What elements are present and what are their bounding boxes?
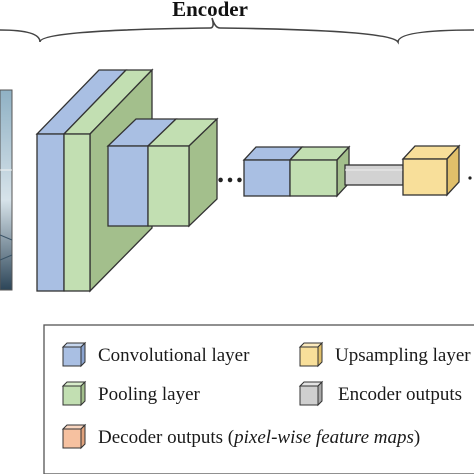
legend-label-upsample: Upsampling layer — [335, 345, 471, 366]
layer1-pool-front — [63, 133, 91, 292]
legend-label-pool: Pooling layer — [98, 384, 200, 405]
legend-swatch-pool-icon — [61, 380, 87, 407]
legend-swatch-conv-icon — [61, 341, 87, 368]
layer1-conv-front — [36, 133, 65, 292]
legend-swatch-upsample-icon — [298, 341, 324, 368]
layer-block-2 — [106, 117, 219, 228]
layer2-conv-front — [107, 145, 149, 227]
layer-block-3 — [242, 145, 351, 198]
layer3-pool-front — [289, 159, 338, 197]
legend-swatch-encoder-output-icon — [298, 380, 324, 407]
legend-box — [43, 324, 474, 474]
encoder-output-bar — [344, 164, 404, 186]
ellipsis: … — [216, 158, 244, 189]
layer3-conv-front — [243, 159, 291, 197]
encoder-title: Encoder — [172, 0, 248, 21]
upsample-front — [402, 158, 448, 196]
upsampling-block — [401, 144, 461, 197]
legend-label-decoder: Decoder outputs (pixel-wise feature maps… — [98, 427, 421, 448]
legend-label-encoder-output: Encoder outputs — [338, 384, 463, 405]
legend-label-conv: Convolutional layer — [98, 345, 250, 366]
encoder-brace — [0, 17, 474, 45]
legend-swatch-decoder-icon — [61, 423, 87, 450]
layer2-pool-front — [147, 145, 190, 227]
input-image — [0, 89, 13, 291]
